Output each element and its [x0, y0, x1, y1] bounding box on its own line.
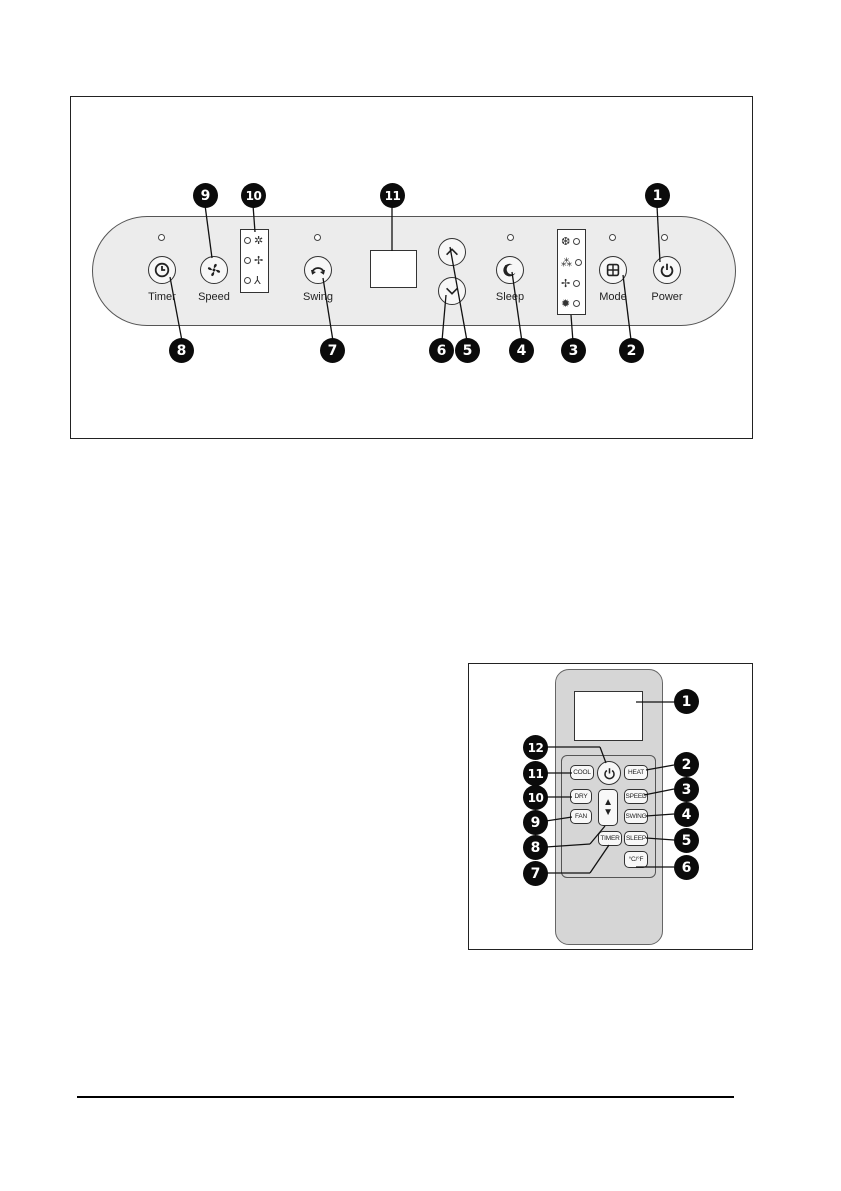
sleep-button[interactable]: z	[496, 256, 524, 284]
callout-remote-fan: 9	[523, 810, 548, 835]
timer-button[interactable]	[148, 256, 176, 284]
dry-mode-icon: ⁂	[561, 256, 572, 269]
fan-mode-icon: ✢	[561, 277, 570, 290]
mode-icon	[604, 261, 622, 279]
power-label: Power	[637, 291, 697, 303]
up-button[interactable]	[438, 238, 466, 266]
speed-indicators: ✲ ✢ ⅄	[240, 229, 269, 293]
speed-button[interactable]	[200, 256, 228, 284]
callout-power: 1	[645, 183, 670, 208]
clock-icon	[153, 261, 171, 279]
callout-remote-swing: 4	[674, 802, 699, 827]
callout-display: 11	[380, 183, 405, 208]
mode-indicators: ❆ ⁂ ✢ ✹	[557, 229, 586, 315]
callout-speed: 9	[193, 183, 218, 208]
sleep-label: Sleep	[480, 291, 540, 303]
footer-rule	[77, 1096, 734, 1098]
remote-display	[574, 691, 643, 741]
power-led	[661, 234, 668, 241]
callout-speed-indicators: 10	[241, 183, 266, 208]
callout-up: 5	[455, 338, 480, 363]
callout-remote-updown: 8	[523, 835, 548, 860]
sleep-led	[507, 234, 514, 241]
mode-label: Mode	[583, 291, 643, 303]
callout-remote-power: 12	[523, 735, 548, 760]
remote-key-panel	[561, 755, 656, 878]
callout-remote-speed: 3	[674, 777, 699, 802]
fan-low-icon: ⅄	[254, 274, 261, 287]
fan-high-icon: ✲	[254, 234, 263, 247]
chevron-down-icon	[443, 282, 461, 300]
chevron-up-icon	[443, 243, 461, 261]
cool-mode-icon: ❆	[561, 235, 570, 248]
callout-remote-timer: 7	[523, 861, 548, 886]
timer-label: Timer	[132, 291, 192, 303]
callout-mode: 2	[619, 338, 644, 363]
callout-sleep: 4	[509, 338, 534, 363]
swing-led	[314, 234, 321, 241]
callout-down: 6	[429, 338, 454, 363]
down-button[interactable]	[438, 277, 466, 305]
swing-button[interactable]	[304, 256, 332, 284]
svg-text:z: z	[505, 264, 508, 270]
callout-remote-heat: 2	[674, 752, 699, 777]
swing-icon	[309, 261, 327, 279]
swing-label: Swing	[288, 291, 348, 303]
callout-timer: 8	[169, 338, 194, 363]
power-icon	[658, 261, 676, 279]
callout-remote-cool: 11	[523, 761, 548, 786]
callout-swing: 7	[320, 338, 345, 363]
fan-mid-icon: ✢	[254, 254, 263, 267]
timer-led	[158, 234, 165, 241]
heat-mode-icon: ✹	[561, 297, 570, 310]
callout-remote-dry: 10	[523, 785, 548, 810]
sleep-icon: z	[501, 261, 519, 279]
power-button[interactable]	[653, 256, 681, 284]
callout-mode-indicators: 3	[561, 338, 586, 363]
fan-icon	[205, 261, 223, 279]
callout-remote-sleep: 5	[674, 828, 699, 853]
speed-label: Speed	[184, 291, 244, 303]
callout-remote-unit: 6	[674, 855, 699, 880]
mode-led	[609, 234, 616, 241]
mode-button[interactable]	[599, 256, 627, 284]
callout-remote-display: 1	[674, 689, 699, 714]
panel-display	[370, 250, 417, 288]
